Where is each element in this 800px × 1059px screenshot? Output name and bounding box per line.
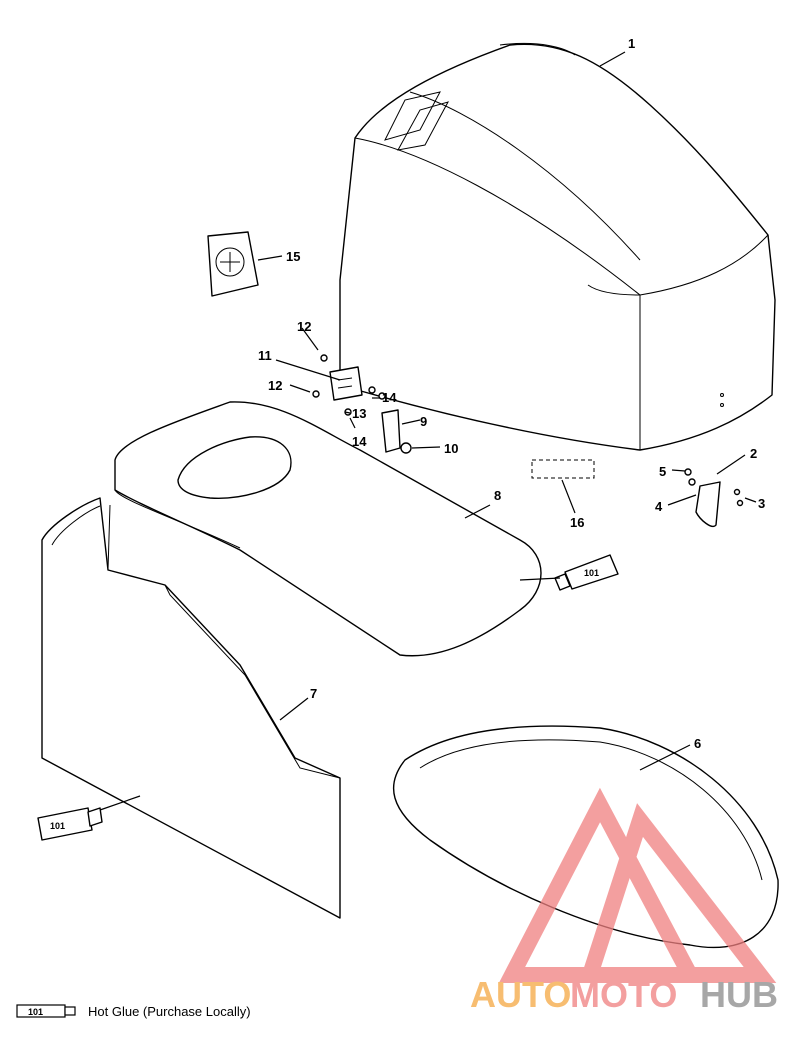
callout-7: 7 — [310, 686, 317, 701]
callout-10: 10 — [444, 441, 458, 456]
side-foam-pad — [41, 497, 341, 919]
watermark-auto: AUTO — [470, 974, 571, 1015]
top-cowl — [339, 42, 776, 451]
legend-text: Hot Glue (Purchase Locally) — [88, 1003, 251, 1019]
glue-tube-icon: 101 — [16, 1004, 76, 1018]
leader-lines — [99, 51, 757, 811]
watermark-logo: AUTO MOTO HUB — [470, 787, 778, 1015]
callout-12-top: 12 — [297, 319, 311, 334]
callout-8: 8 — [494, 488, 501, 503]
callout-9: 9 — [420, 414, 427, 429]
glue-tube-left: 101 — [37, 807, 103, 841]
callout-2: 2 — [750, 446, 757, 461]
callout-11: 11 — [258, 348, 272, 363]
callout-5: 5 — [659, 464, 666, 479]
top-foam-pad — [114, 401, 542, 657]
tube-label-right: 101 — [584, 568, 599, 578]
watermark-hub: HUB — [700, 974, 778, 1015]
glue-tube-right: 101 — [554, 554, 619, 591]
callout-4: 4 — [655, 499, 663, 514]
callout-13: 13 — [352, 406, 366, 421]
bracket-hardware — [312, 354, 412, 454]
callout-16: 16 — [570, 515, 584, 530]
legend-tube-label: 101 — [28, 1007, 43, 1017]
callout-15: 15 — [286, 249, 300, 264]
callout-numbers: 1 2 3 4 5 6 7 8 9 10 11 12 12 13 14 14 1… — [258, 36, 765, 751]
callout-3: 3 — [758, 496, 765, 511]
label-outline — [531, 459, 595, 479]
watermark-moto: MOTO — [570, 974, 677, 1015]
callout-14-bottom: 14 — [352, 434, 367, 449]
callout-14-right: 14 — [382, 390, 397, 405]
tube-label-left: 101 — [50, 821, 65, 831]
legend: 101 Hot Glue (Purchase Locally) — [16, 1003, 251, 1019]
latch-hardware — [684, 468, 744, 527]
decal-part — [207, 231, 259, 297]
callout-6: 6 — [694, 736, 701, 751]
callout-12-bottom: 12 — [268, 378, 282, 393]
callout-1: 1 — [628, 36, 635, 51]
